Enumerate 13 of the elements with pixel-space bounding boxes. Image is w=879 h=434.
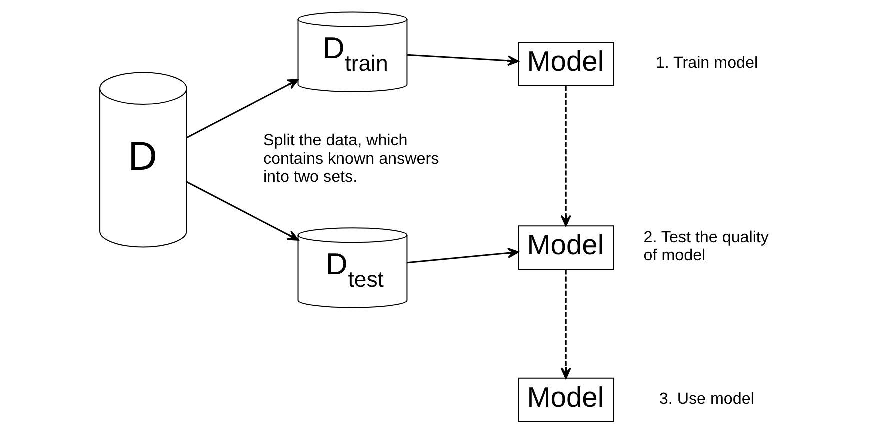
node-box: Model — [518, 42, 614, 86]
node-label: 2. Test the quality of model — [643, 228, 768, 265]
label: Split the data, which contains known answers into two sets. — [262, 132, 439, 186]
node-label: 3. Use model — [658, 390, 754, 408]
arrow — [186, 181, 299, 241]
arrow — [560, 270, 571, 380]
arrow — [186, 79, 299, 139]
node-label: 1. Train model — [655, 54, 758, 72]
node-box: Model — [518, 226, 614, 270]
node-box: Model — [518, 378, 614, 422]
arrow — [560, 86, 571, 227]
arrow — [406, 248, 519, 264]
arrow — [406, 54, 519, 66]
